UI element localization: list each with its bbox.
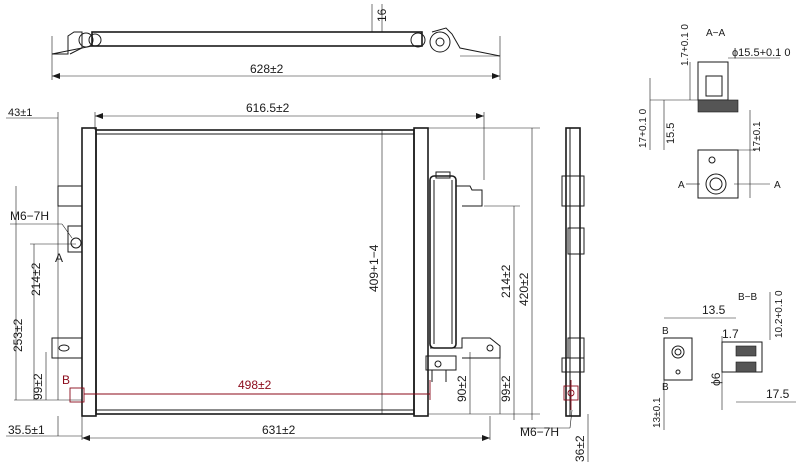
section-a-a: A−A 1.7+0.1 0 ϕ15.5+0.1 0 17+0.1 0 15.5 … [638,24,790,199]
dim-bottom-width: 631±2 [262,423,296,437]
dim-height-420-right: 420±2 [517,272,531,306]
side-profile [565,127,581,417]
section-aa-marker-right: A [774,180,781,191]
dim-bb-13: 13±0.1 [652,397,663,428]
top-right-fitting [429,31,451,53]
left-mount-a [67,225,82,253]
mount-hole-a [70,237,82,249]
dim-aa-17-right: 17±0.1 [752,121,763,152]
section-bb-plate [663,337,693,381]
dim-aa-thickness: 1.7+0.1 0 [680,24,691,66]
section-label-a-left: A [55,251,63,265]
dim-bb-10-2: 10.2+0.1 0 [774,290,785,338]
section-aa-bore [705,173,727,195]
top-bar [91,31,423,47]
section-aa-body [697,61,729,101]
dim-height-253-left: 253±2 [11,318,25,352]
dim-bb-17-5: 17.5 [766,387,790,401]
section-bb-bore [671,345,685,359]
dim-bottom-left-offset: 35.5±1 [8,423,45,437]
dim-bb-13-5: 13.5 [702,303,726,317]
dim-height-90-right: 90±2 [455,375,469,402]
right-lower-bracket [430,337,501,359]
section-b-b: B−B 13.5 10.2+0.1 0 1.7 B B ϕ6 17.5 13±0… [652,290,796,430]
inlet-port-b [69,387,85,403]
section-bb-marker-bottom: B [662,382,669,393]
section-bb-title: B−B [738,292,758,303]
dim-bottom-36: 36±2 [573,435,587,462]
dim-aa-diameter: ϕ15.5+0.1 0 [732,47,790,59]
dim-red-width: 498±2 [238,378,272,392]
dim-height-99-right: 99±2 [499,375,513,402]
left-lower-bracket [51,337,82,359]
right-pipe-connector [425,355,457,371]
dim-height-214-right: 214±2 [499,264,513,298]
dim-height-99-left: 99±2 [31,373,45,400]
dim-core-width: 616.5±2 [246,101,290,115]
top-view: 16 628±2 [51,4,501,80]
dim-top-overall-width: 628±2 [250,62,284,76]
dim-left-offset: 43±1 [8,107,32,119]
section-bb-marker-top: B [662,326,669,337]
dim-bb-1-7: 1.7 [722,327,739,341]
section-aa-plate [697,149,739,199]
right-header-tank [413,127,429,417]
side-view: M6−7H 36±2 [520,127,589,462]
section-aa-title: A−A [706,28,726,39]
section-label-b-left: B [62,373,70,387]
left-upper-bracket [57,185,82,207]
dim-core-height: 409+1−4 [367,244,381,292]
thread-label-left: M6−7H [10,209,49,223]
dim-bb-dia6: ϕ6 [709,372,723,386]
top-right-bracket [431,27,501,57]
thread-label-bottom: M6−7H [520,425,559,439]
dim-height-214-left: 214±2 [29,262,43,296]
right-upper-bracket [456,185,483,207]
left-header-tank [81,127,97,417]
dim-aa-17-left: 17+0.1 0 [638,108,649,148]
front-view: 616.5±2 43±1 M6−7H A 214±2 253±2 99±2 [6,101,540,441]
dim-top-thickness: 16 [375,8,389,22]
section-aa-marker: A [678,180,685,191]
dim-aa-15-5: 15.5 [665,123,677,144]
